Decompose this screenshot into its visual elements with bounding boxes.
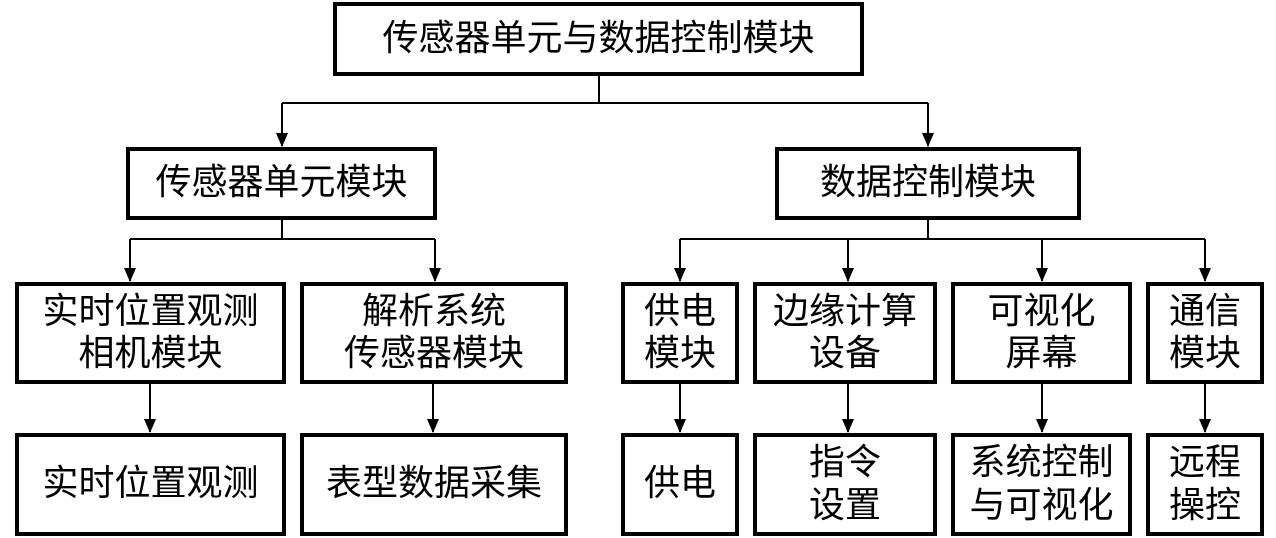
sensor-unit-module-node: 传感器单元模块 — [126, 147, 437, 220]
root-node: 传感器单元与数据控制模块 — [333, 2, 864, 76]
camera-module-node: 实时位置观测 相机模块 — [15, 282, 286, 384]
left-module-connector — [130, 219, 435, 240]
data-control-module-label: 数据控制模块 — [819, 162, 1036, 204]
edge-computing-node: 边缘计算 设备 — [753, 282, 937, 384]
sensor-unit-module-label: 传感器单元模块 — [155, 162, 408, 204]
root-node-label: 传感器单元与数据控制模块 — [382, 17, 815, 59]
sensor-module-label: 解析系统 传感器模块 — [343, 290, 524, 374]
phenotype-collect-label: 表型数据采集 — [325, 463, 542, 505]
phenotype-collect-node: 表型数据采集 — [300, 433, 568, 536]
power-supply-node: 供电 — [621, 433, 739, 536]
sensor-module-node: 解析系统 传感器模块 — [300, 282, 568, 384]
visual-screen-label: 可视化 屏幕 — [987, 290, 1096, 374]
comm-module-label: 通信 模块 — [1168, 290, 1241, 374]
realtime-observe-node: 实时位置观测 — [15, 433, 286, 536]
power-module-label: 供电 模块 — [643, 290, 716, 374]
right-module-connector — [680, 219, 1205, 240]
command-setting-label: 指令 设置 — [808, 442, 881, 526]
realtime-observe-label: 实时位置观测 — [42, 463, 259, 505]
visual-screen-node: 可视化 屏幕 — [951, 282, 1132, 384]
data-control-module-node: 数据控制模块 — [775, 147, 1081, 220]
remote-control-node: 远程 操控 — [1146, 433, 1264, 536]
edge-computing-label: 边缘计算 设备 — [772, 290, 917, 374]
system-control-node: 系统控制 与可视化 — [951, 433, 1132, 536]
system-control-label: 系统控制 与可视化 — [969, 442, 1114, 526]
command-setting-node: 指令 设置 — [753, 433, 937, 536]
power-module-node: 供电 模块 — [621, 282, 739, 384]
remote-control-label: 远程 操控 — [1168, 442, 1241, 526]
root-connector — [282, 76, 928, 104]
power-supply-label: 供电 — [643, 463, 716, 505]
camera-module-label: 实时位置观测 相机模块 — [42, 290, 259, 374]
comm-module-node: 通信 模块 — [1146, 282, 1264, 384]
